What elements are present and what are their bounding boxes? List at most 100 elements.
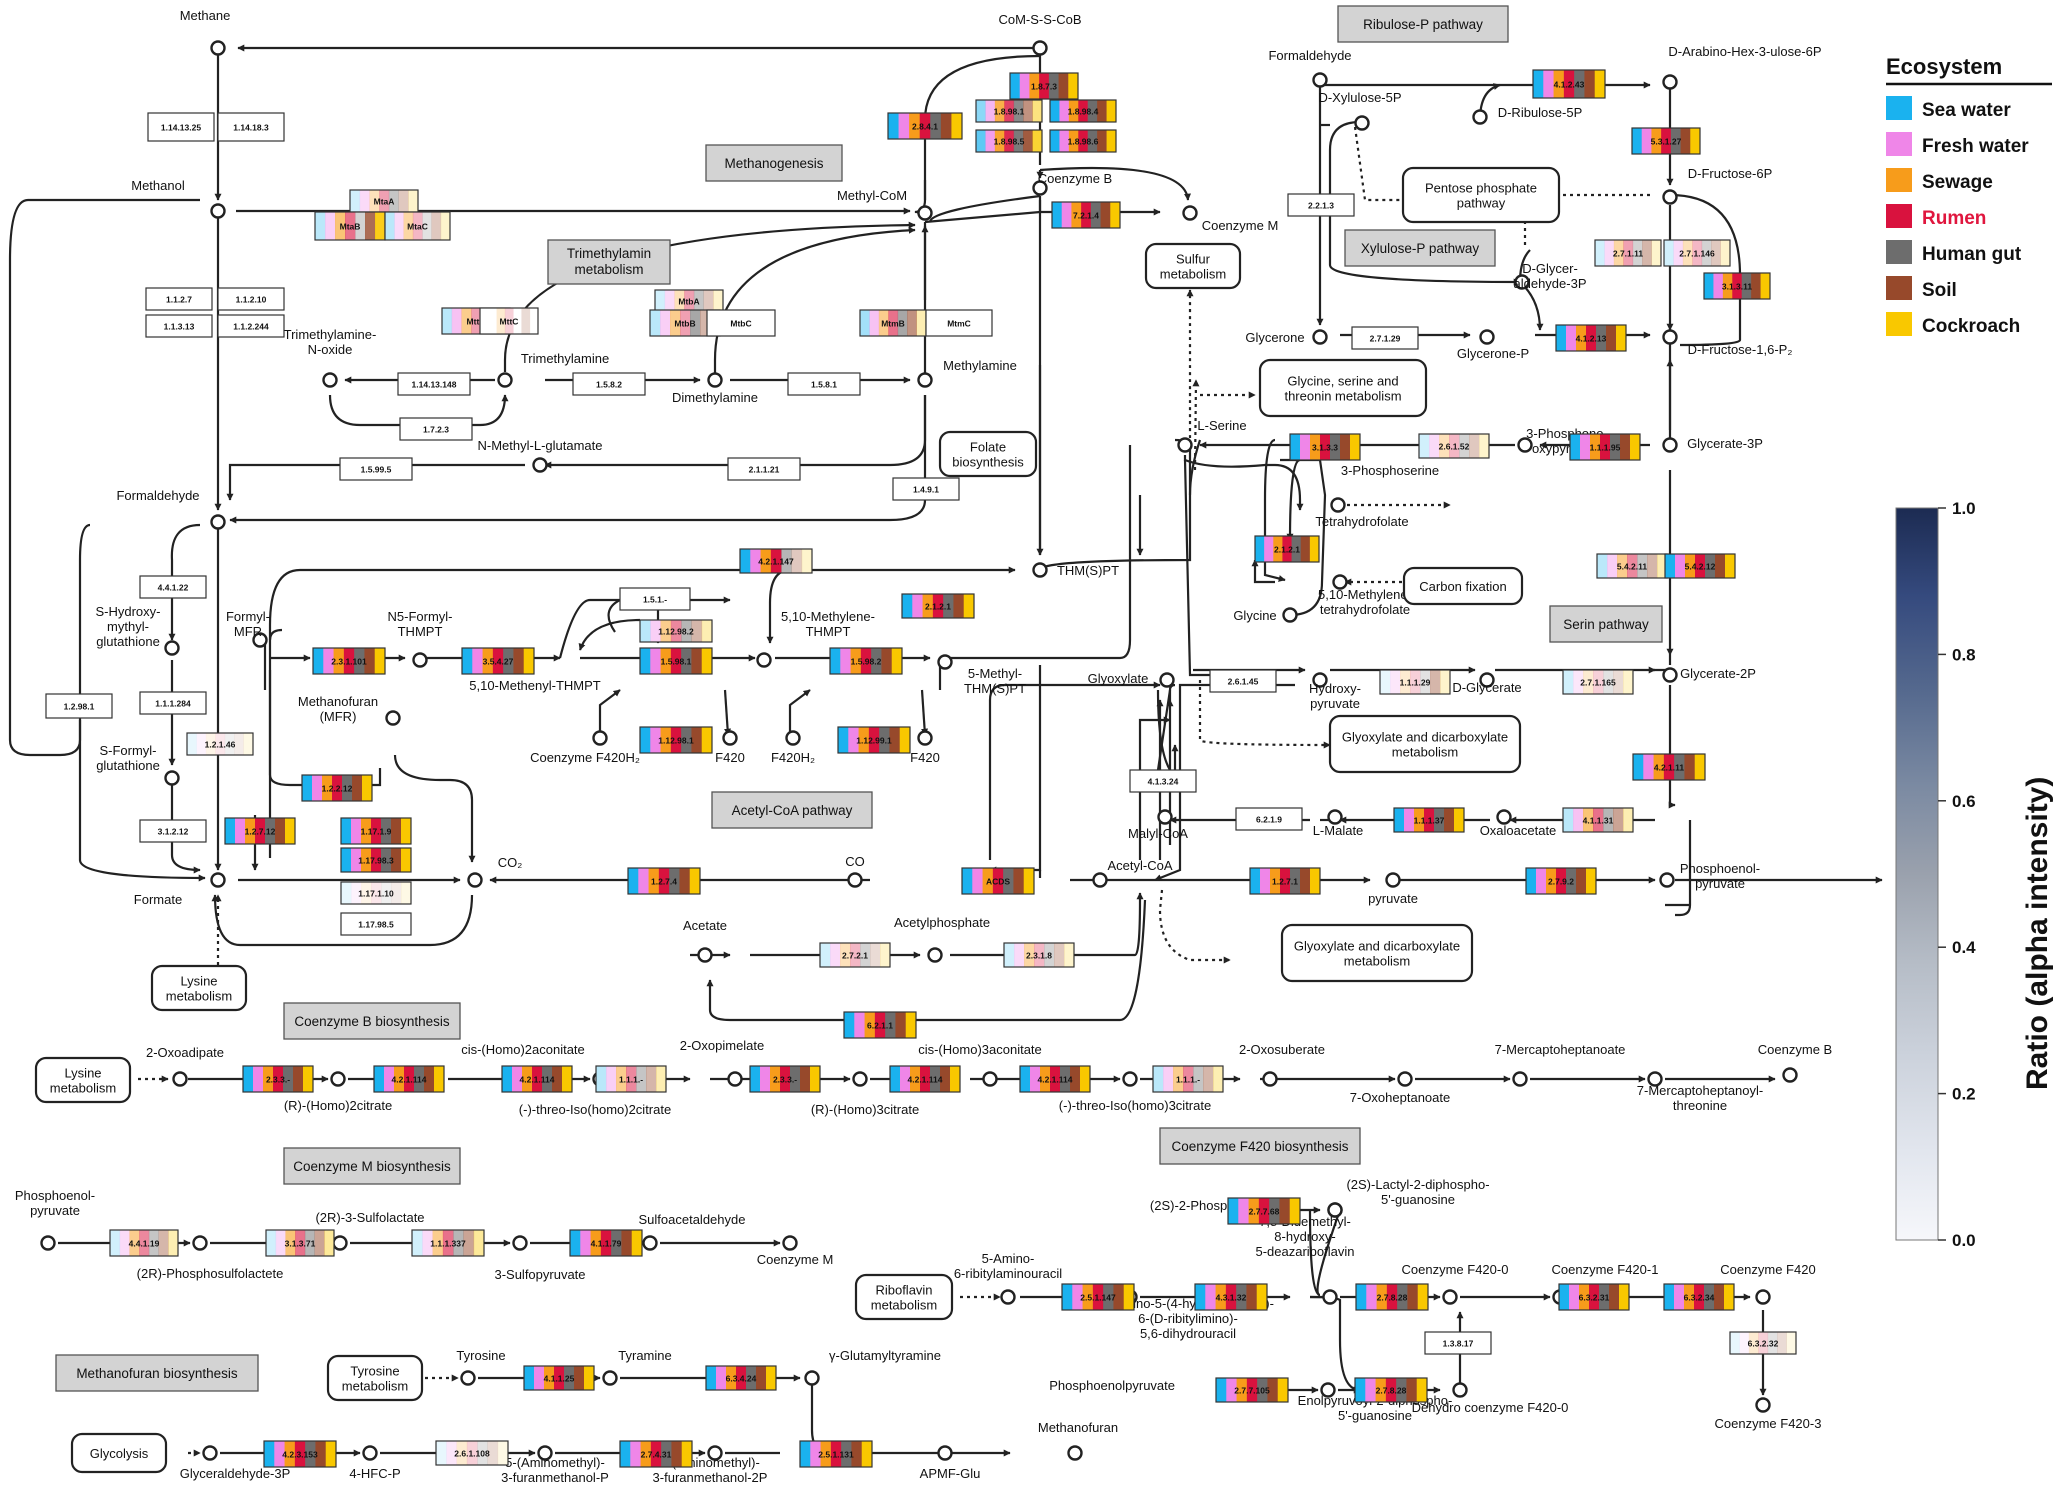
enzyme-border xyxy=(727,457,801,481)
enzyme-border xyxy=(799,1440,873,1468)
enzyme-stripe xyxy=(801,549,813,573)
enzyme-border xyxy=(340,847,412,873)
compound-label: (2R)-Phosphosulfolactete xyxy=(137,1266,284,1281)
enzyme-stripe xyxy=(562,1066,573,1092)
enzyme-stripe xyxy=(1685,554,1696,578)
enzyme-e60: 5.3.1.27 xyxy=(1631,127,1701,155)
enzyme-stripe xyxy=(1760,273,1771,299)
enzyme-stripe xyxy=(670,648,682,674)
enzyme-border xyxy=(627,867,701,895)
enzyme-stripe xyxy=(1106,130,1117,152)
enzyme-stripe xyxy=(1454,808,1465,832)
enzyme-stripe xyxy=(760,1066,771,1092)
enzyme-label: 4.1.2.43 xyxy=(1554,80,1585,90)
pathway-link-box[interactable] xyxy=(1402,566,1524,606)
panel-box xyxy=(1337,5,1509,43)
compound-label: D-Xylulose-5P xyxy=(1318,90,1401,105)
compound-node xyxy=(1262,1071,1278,1087)
enzyme-stripe xyxy=(1385,1378,1397,1402)
compound-node xyxy=(1312,329,1328,345)
enzyme-stripe xyxy=(283,1066,294,1092)
pathway-link-box[interactable] xyxy=(326,1354,424,1402)
enzyme-stripe xyxy=(391,818,402,844)
enzyme-stripe xyxy=(1417,1284,1429,1310)
pathway-link-box[interactable] xyxy=(34,1056,132,1104)
enzyme-stripe xyxy=(1714,1284,1725,1310)
enzyme-stripe xyxy=(451,308,462,334)
pathway-link-box[interactable] xyxy=(1328,714,1522,774)
compound-r2psl: (2R)-Phosphosulfolactete xyxy=(137,1235,284,1281)
enzyme-label: 1.4.9.1 xyxy=(913,485,939,495)
enzyme-stripe xyxy=(1576,325,1587,351)
enzyme-stripe xyxy=(880,943,891,967)
enzyme-stripe xyxy=(1573,670,1584,694)
enzyme-e17: 2.8.4.1 xyxy=(887,112,963,140)
pathway-link-carbon[interactable]: Carbon fixation xyxy=(1402,566,1524,606)
enzyme-stripe xyxy=(1586,868,1597,894)
enzyme-e50: 1.17.1.10 xyxy=(340,881,412,905)
enzyme-border xyxy=(1664,553,1736,579)
enzyme-e34: 1.2.1.46 xyxy=(186,732,254,756)
legend-item-cockroach: Cockroach xyxy=(1886,312,2020,337)
enzyme-e38: 2.3.1.101 xyxy=(312,647,386,675)
enzyme-stripe xyxy=(1690,128,1701,154)
enzyme-stripe xyxy=(554,1366,565,1390)
panel-title: Xylulose-P pathway xyxy=(1361,241,1480,256)
compound-label: Tyrosine xyxy=(456,1348,505,1363)
panel-box xyxy=(705,144,843,182)
compound-mfuran: Methanofuran xyxy=(1038,1420,1118,1461)
enzyme-stripe xyxy=(1289,1198,1301,1224)
enzyme-label: 5.3.1.27 xyxy=(1651,137,1682,147)
compound-node xyxy=(1177,437,1193,453)
compound-label: (MFR) xyxy=(320,709,357,724)
enzyme-e72: 5.4.2.12 xyxy=(1664,553,1736,579)
enzyme-stripe xyxy=(1290,868,1301,894)
enzyme-stripe xyxy=(1282,536,1292,562)
pathway-link-glycolysis[interactable]: Glycolysis xyxy=(70,1432,168,1474)
enzyme-stripe xyxy=(496,308,506,334)
compound-label: 2-Oxopimelate xyxy=(680,1038,765,1053)
enzyme-e100: 6.3.2.32 xyxy=(1729,1331,1797,1355)
enzyme-stripe xyxy=(1642,240,1652,266)
enzyme-box xyxy=(728,458,800,480)
compound-mercapto: 7-Mercaptoheptanoate xyxy=(1495,1042,1625,1087)
panel-serin: Serin pathway xyxy=(1549,605,1663,643)
panel-box xyxy=(283,1002,461,1040)
compound-label: Coenzyme F420-1 xyxy=(1552,1262,1659,1277)
compound-acetylp: Acetylphosphate xyxy=(894,915,990,963)
enzyme-stripe xyxy=(265,818,276,844)
pathway-link-box[interactable] xyxy=(1280,923,1474,983)
pathway-link-box[interactable] xyxy=(938,430,1038,478)
enzyme-label: 4.2.3.153 xyxy=(282,1450,318,1460)
enzyme-border xyxy=(411,1229,485,1257)
enzyme-stripe xyxy=(482,648,494,674)
pathway-link-box[interactable] xyxy=(854,1273,954,1321)
enzyme-label: 3.1.3.3 xyxy=(1312,443,1338,453)
pathway-link-box[interactable] xyxy=(1144,242,1242,290)
pathway-link-box[interactable] xyxy=(70,1432,168,1474)
enzyme-stripe xyxy=(976,130,986,152)
enzyme-e58: 2.7.9.2 xyxy=(1525,867,1597,895)
pathway-link-box[interactable] xyxy=(1258,358,1428,418)
enzyme-stripe xyxy=(1407,1284,1419,1310)
compound-g2p: Glycerate-2P xyxy=(1662,666,1756,683)
pathway-link-box[interactable] xyxy=(150,964,248,1012)
enzyme-stripe xyxy=(313,648,324,674)
reaction-edge xyxy=(8,198,82,757)
enzyme-label: 2.7.1.11 xyxy=(1613,249,1644,259)
compound-label: Glyoxylate xyxy=(1088,671,1149,686)
pathway-link-box[interactable] xyxy=(1401,166,1561,224)
compound-rh3c: (R)-(Homo)3citrate xyxy=(811,1071,919,1117)
